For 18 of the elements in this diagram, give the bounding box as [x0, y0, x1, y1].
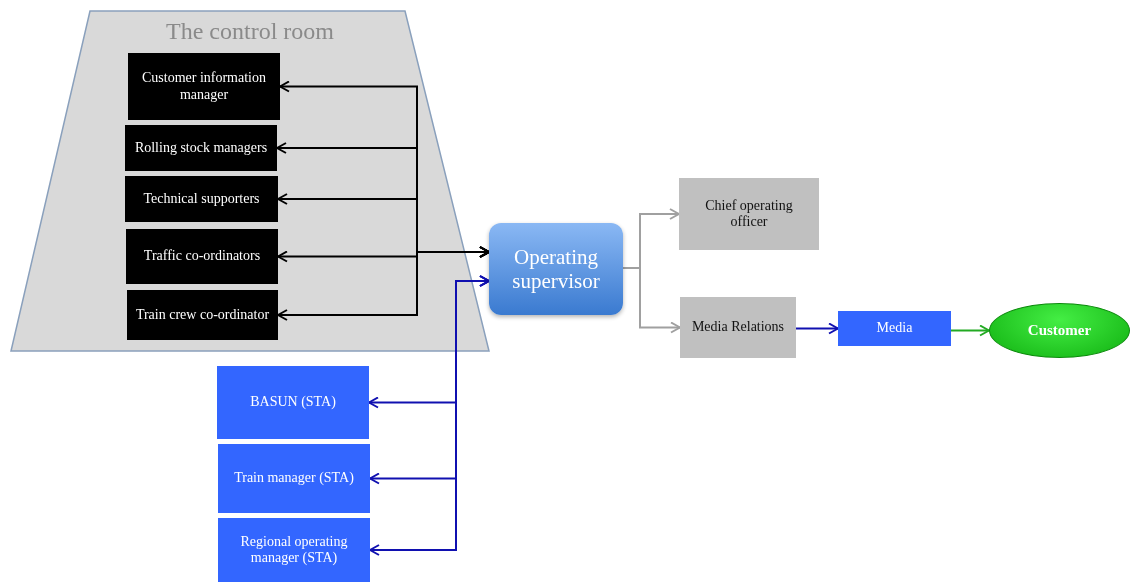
role-box: Regional operating manager (STA) — [218, 518, 370, 582]
role-box: Traffic co-ordinators — [126, 229, 278, 284]
connector-arrow — [950, 324, 990, 337]
role-box: Chief operating officer — [679, 178, 819, 250]
role-box: BASUN (STA) — [217, 366, 369, 439]
connector-arrow — [369, 275, 490, 556]
role-box: Rolling stock managers — [125, 125, 277, 171]
role-box: Technical supporters — [125, 176, 278, 222]
customer-ellipse: Customer — [989, 303, 1130, 358]
connector-arrow — [277, 246, 490, 321]
role-box: Train crew co-ordinator — [127, 290, 278, 340]
supervisor-box: Operating supervisor — [489, 223, 623, 315]
panel-title: The control room — [166, 18, 334, 46]
role-box: Media — [838, 311, 951, 346]
role-box: Media Relations — [680, 297, 796, 358]
role-box: Train manager (STA) — [218, 444, 370, 513]
role-box: Customer information manager — [128, 53, 280, 120]
connector-arrow — [795, 322, 839, 335]
